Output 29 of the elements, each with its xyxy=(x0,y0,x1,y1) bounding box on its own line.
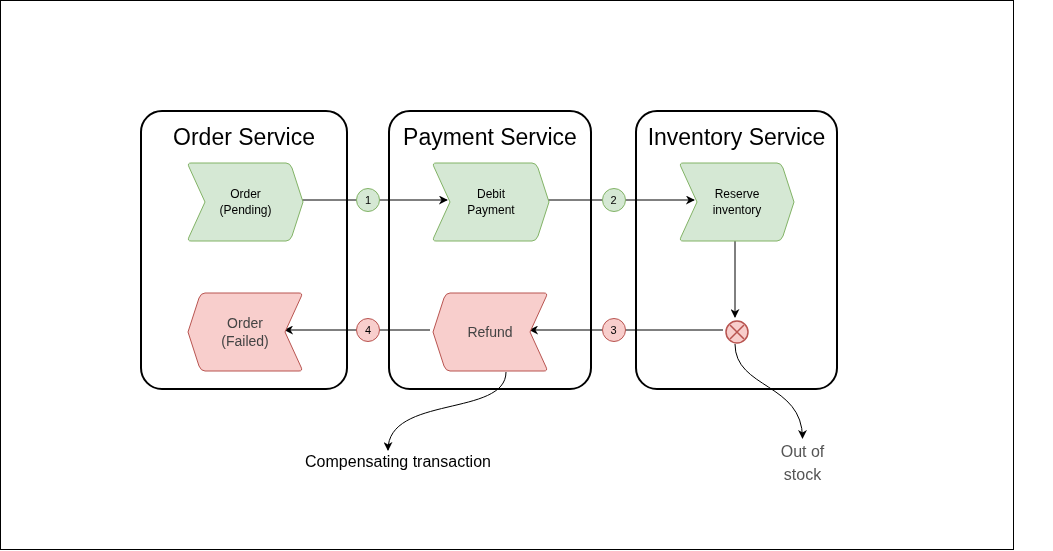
lane-title: Payment Service xyxy=(402,126,578,149)
arrow xyxy=(734,343,807,439)
step-number: 3 xyxy=(601,318,626,342)
service-lane xyxy=(635,110,838,390)
outcome-text: Out of stock xyxy=(765,440,840,486)
arrow xyxy=(385,371,507,451)
arrow xyxy=(529,325,724,335)
cancel-circle xyxy=(725,320,749,344)
step-number: 2 xyxy=(601,188,626,212)
arrow xyxy=(301,195,448,205)
compensation-chevron xyxy=(432,292,548,372)
arrow xyxy=(547,195,695,205)
service-lane xyxy=(388,110,592,390)
step-text: Debit Payment xyxy=(466,186,516,218)
service-lane xyxy=(140,110,348,390)
step-chevron xyxy=(679,162,795,242)
outcome-text: Compensating transaction xyxy=(288,452,508,476)
step-chevron xyxy=(432,162,550,242)
step-number: 4 xyxy=(356,318,380,342)
lane-title: Inventory Service xyxy=(646,126,827,149)
step-text: Reserve inventory xyxy=(711,186,763,218)
step-text: Order (Pending) xyxy=(218,186,273,218)
arrow xyxy=(284,325,431,335)
step-chevron xyxy=(187,162,304,242)
step-text: Refund xyxy=(466,323,514,341)
lane-title: Order Service xyxy=(172,126,316,149)
compensation-chevron xyxy=(187,292,303,372)
step-text: Order (Failed) xyxy=(220,314,270,350)
step-number: 1 xyxy=(356,188,380,212)
